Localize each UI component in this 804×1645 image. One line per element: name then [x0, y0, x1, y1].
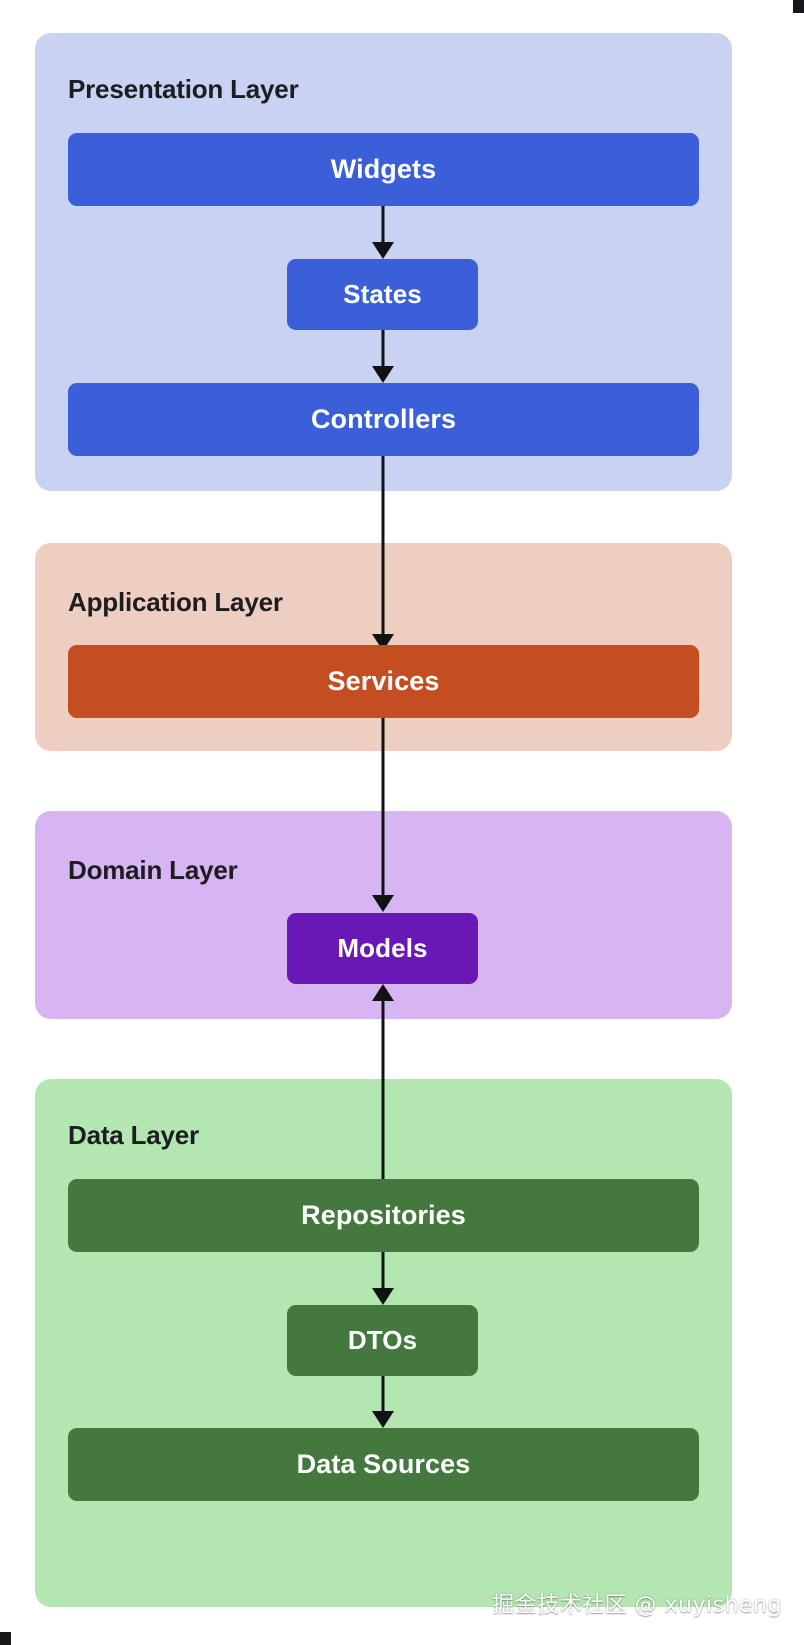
node-services[interactable]: Services — [68, 645, 699, 718]
node-controllers[interactable]: Controllers — [68, 383, 699, 456]
layer-title-presentation: Presentation Layer — [68, 74, 299, 104]
watermark-text: 掘金技术社区 @ xuyisheng — [492, 1593, 782, 1618]
corner-artifact-bottom-left — [0, 1632, 11, 1645]
layer-title-domain: Domain Layer — [68, 855, 238, 885]
layer-title-application: Application Layer — [68, 587, 283, 617]
node-repositories[interactable]: Repositories — [68, 1179, 699, 1252]
corner-artifact-top-right — [793, 0, 804, 13]
node-widgets[interactable]: Widgets — [68, 133, 699, 206]
node-states[interactable]: States — [287, 259, 478, 330]
node-data-sources[interactable]: Data Sources — [68, 1428, 699, 1501]
layer-title-data: Data Layer — [68, 1120, 199, 1150]
node-models[interactable]: Models — [287, 913, 478, 984]
node-dtos[interactable]: DTOs — [287, 1305, 478, 1376]
